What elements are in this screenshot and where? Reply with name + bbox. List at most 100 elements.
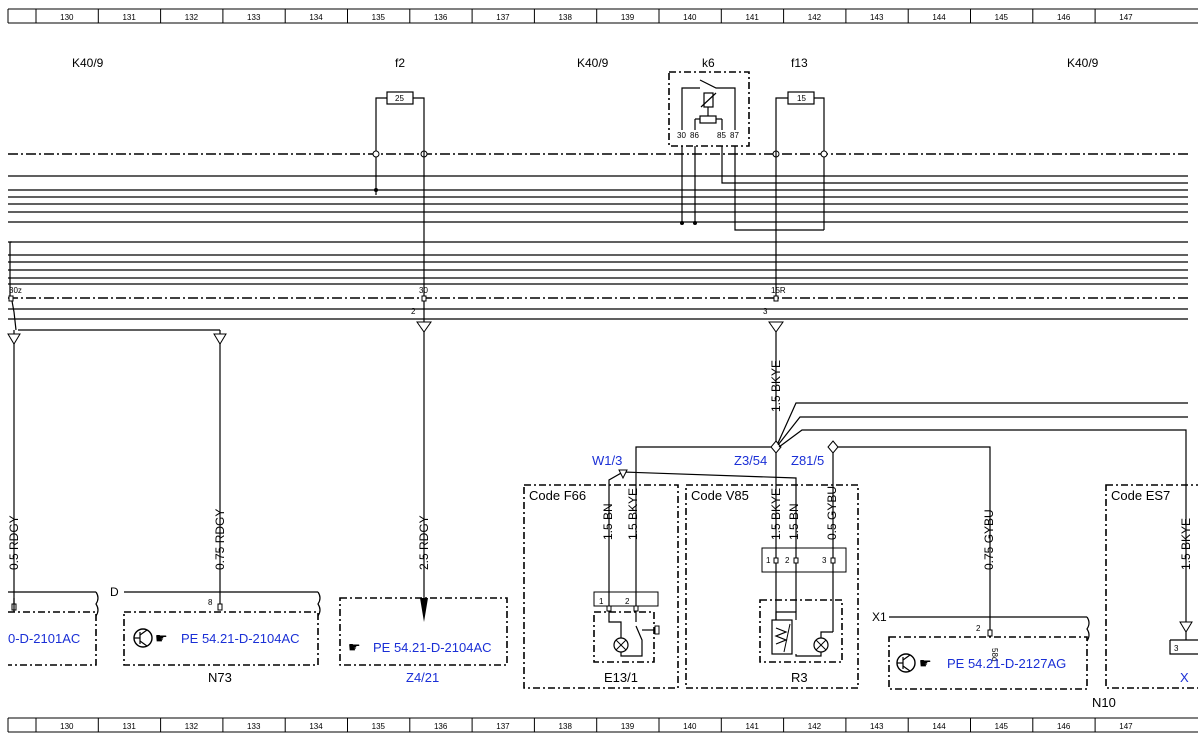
- module-left-partial: 0-D-2101AC: [8, 591, 99, 666]
- wire-label-w5: 1.5 BN: [601, 503, 615, 540]
- grid-column-number: 130: [60, 722, 74, 731]
- ref-right: X: [1180, 670, 1189, 685]
- n73-pin-8: 8: [208, 598, 213, 607]
- grid-column-number: 138: [559, 13, 573, 22]
- ref-z4-21[interactable]: PE 54.21-D-2104AC: [373, 640, 492, 655]
- grid-column-number: 146: [1057, 13, 1071, 22]
- grid-column-number: 134: [309, 722, 323, 731]
- code-es7-label: Code ES7: [1111, 488, 1170, 503]
- label-k40-9-right: K40/9: [1067, 56, 1099, 70]
- bus-pin-30z: 30z: [9, 286, 22, 295]
- e13-pin-2: 2: [625, 597, 630, 606]
- node-label-z81-5: Z81/5: [791, 453, 824, 468]
- label-f13: f13: [791, 56, 808, 70]
- grid-column-number: 132: [185, 722, 199, 731]
- transistor-icon: [133, 628, 153, 648]
- grid-column-number: 143: [870, 722, 884, 731]
- grid-column-number: 147: [1119, 13, 1133, 22]
- grid-column-number: 137: [496, 13, 510, 22]
- bus-conn-3: 3: [763, 307, 768, 316]
- grid-column-number: 147: [1119, 722, 1133, 731]
- grid-column-number: 140: [683, 13, 697, 22]
- ref-n73[interactable]: PE 54.21-D-2104AC: [181, 631, 300, 646]
- n10-pin-2: 2: [976, 624, 981, 633]
- relay-pin-85: 85: [717, 131, 726, 140]
- label-k6: k6: [702, 56, 715, 70]
- relay-k6: 30 86 85 87: [668, 71, 1188, 231]
- wire-label-w8: 1.5 BN: [787, 503, 801, 540]
- component-z4-21-label: Z4/21: [406, 670, 439, 685]
- e13-pin-1: 1: [599, 597, 604, 606]
- connector-d-label: D: [110, 585, 119, 599]
- label-f2: f2: [395, 56, 405, 70]
- grid-column-number: 135: [372, 13, 386, 22]
- ref-left: 0-D-2101AC: [8, 631, 80, 646]
- grid-column-number: 136: [434, 722, 448, 731]
- right-pin-3: 3: [1174, 644, 1179, 653]
- node-label-z3-54: Z3/54: [734, 453, 767, 468]
- grid-column-number: 134: [309, 13, 323, 22]
- connector-x1-label: X1: [872, 610, 887, 624]
- fuse-f13-rating: 15: [797, 94, 806, 103]
- wire-label-w1: 0.5 RDGY: [7, 515, 21, 570]
- grid-column-number: 130: [60, 13, 74, 22]
- node-label-w1-3: W1/3: [592, 453, 622, 468]
- wire-label-w10: 0.75 GYBU: [982, 509, 996, 570]
- component-e13-1-label: E13/1: [604, 670, 638, 685]
- connector-triangles: [7, 321, 1193, 633]
- grid-column-number: 136: [434, 13, 448, 22]
- component-r3-label: R3: [791, 670, 808, 685]
- grid-column-number: 145: [995, 722, 1009, 731]
- pointing-hand-icon: ☛: [348, 639, 361, 655]
- grid-column-number: 131: [122, 722, 136, 731]
- wire-label-w2: 0.75 RDGY: [213, 509, 227, 570]
- grid-column-number: 141: [745, 13, 759, 22]
- component-e13-1: 1 2: [593, 591, 660, 663]
- grid-column-number: 146: [1057, 722, 1071, 731]
- fuse-f2: 25: [375, 91, 425, 195]
- pointing-hand-icon: ☛: [919, 655, 932, 671]
- bus-pin-30: 30: [419, 286, 428, 295]
- relay-pin-86: 86: [690, 131, 699, 140]
- node-z81-5: [827, 440, 839, 454]
- grid-column-number: 143: [870, 13, 884, 22]
- bus-pins: [8, 295, 779, 302]
- wire-label-w9: 0.5 GYBU: [825, 486, 839, 540]
- grid-column-number: 135: [372, 722, 386, 731]
- r3-pin-2: 2: [785, 556, 790, 565]
- grid-column-number: 131: [122, 13, 136, 22]
- grid-column-number: 141: [745, 722, 759, 731]
- grid-column-number: 132: [185, 13, 199, 22]
- fuse-f13: 15: [775, 91, 825, 230]
- grid-column-number: 133: [247, 722, 261, 731]
- module-n10: X1 2 58d ☛ PE 54.21-D-2127AG: [872, 610, 1090, 690]
- wire-label-w6: 1.5 BKYE: [626, 488, 640, 540]
- grid-column-number: 144: [932, 722, 946, 731]
- grid-column-number: 140: [683, 722, 697, 731]
- grid-column-number: 144: [932, 13, 946, 22]
- grid-column-number: 145: [995, 13, 1009, 22]
- code-f66-label: Code F66: [529, 488, 586, 503]
- r3-pin-3: 3: [822, 556, 827, 565]
- bus-conn-2: 2: [411, 307, 416, 316]
- module-right-partial: 3 X: [1169, 632, 1198, 685]
- bus-bars: [8, 150, 1188, 320]
- grid-column-number: 139: [621, 722, 635, 731]
- transistor-icon: [896, 653, 916, 673]
- n10-pin-58d: 58d: [990, 648, 999, 661]
- grid-column-number: 137: [496, 722, 510, 731]
- module-n73: D 8 ☛ PE 54.21-D-2104AC: [110, 585, 321, 666]
- component-n73-label: N73: [208, 670, 232, 685]
- module-z4-21: ☛ PE 54.21-D-2104AC: [339, 597, 508, 666]
- code-f66-box: [523, 484, 679, 689]
- ref-n10[interactable]: PE 54.21-D-2127AG: [947, 656, 1066, 671]
- label-k40-9-left: K40/9: [72, 56, 104, 70]
- code-v85-box: [685, 484, 859, 689]
- bus-pin-15r: 15R: [771, 286, 786, 295]
- r3-pin-1: 1: [766, 556, 771, 565]
- code-es7-box: [1105, 484, 1198, 689]
- grid-column-number: 138: [559, 722, 573, 731]
